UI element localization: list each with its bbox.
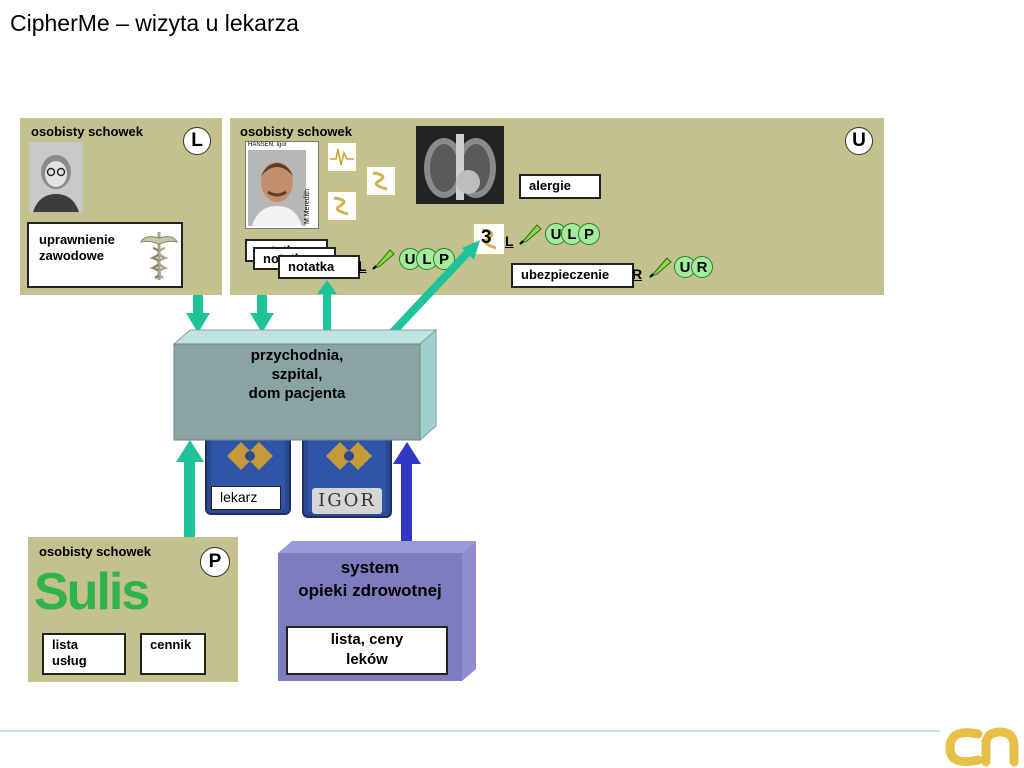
sig3-circle-u: U bbox=[674, 256, 696, 278]
cennik-box: cennik bbox=[140, 633, 206, 675]
uprawnienie-label: uprawnienie zawodowe bbox=[39, 232, 115, 263]
cn-logo bbox=[945, 727, 1019, 767]
arrow-down-l bbox=[186, 295, 210, 333]
card-lekarz-label: lekarz bbox=[211, 486, 281, 510]
badge-p: P bbox=[200, 547, 230, 577]
system-box-label: system opieki zdrowotnej bbox=[298, 558, 442, 600]
xray-image bbox=[416, 126, 504, 204]
center-box-label: przychodnia, szpital, dom pacjenta bbox=[248, 347, 346, 402]
record-icon-1 bbox=[366, 166, 396, 196]
arrow-diag-record bbox=[389, 240, 480, 336]
panel-placowka-label: osobisty schowek bbox=[39, 544, 151, 559]
caduceus-icon bbox=[140, 232, 178, 280]
pen-icon bbox=[372, 249, 395, 270]
uprawnienie-box: uprawnienie zawodowe bbox=[27, 222, 183, 288]
page-title: CipherMe – wizyta u lekarza bbox=[10, 10, 299, 36]
card-name: HANSEN, Igor bbox=[248, 142, 287, 148]
sig1-circle-p: P bbox=[433, 248, 455, 270]
badge-u: U bbox=[845, 127, 873, 155]
lista-ceny-box: lista, ceny leków bbox=[286, 626, 448, 675]
alergie-box: alergie bbox=[519, 174, 601, 199]
ecg-icon bbox=[327, 142, 357, 172]
notatka-box-3: notatka bbox=[278, 255, 360, 279]
sulis-logo: Sulis bbox=[34, 563, 150, 621]
pen-icon bbox=[519, 224, 542, 245]
record-icon-3 bbox=[473, 223, 505, 255]
arrow-up-from-p bbox=[176, 440, 204, 540]
sig1-letter: L bbox=[358, 258, 367, 274]
arrow-up-notatka bbox=[317, 280, 337, 337]
sig2-letter: L bbox=[505, 233, 514, 249]
patient-id-card: HANSEN, Igor M.Meredith bbox=[245, 141, 319, 229]
panel-pacjent-label: osobisty schowek bbox=[240, 124, 352, 139]
footer-divider bbox=[0, 730, 940, 732]
version-number: 3 bbox=[481, 227, 492, 248]
patient-photo bbox=[248, 150, 306, 226]
arrow-down-u bbox=[250, 295, 274, 333]
arrow-up-from-system bbox=[393, 442, 421, 546]
center-box-3d bbox=[172, 328, 438, 442]
doctor-photo bbox=[29, 142, 83, 212]
lista-uslug-box: lista usług bbox=[42, 633, 126, 675]
pen-icon bbox=[649, 257, 672, 278]
badge-l: L bbox=[183, 127, 211, 155]
sig2-circle-p: P bbox=[578, 223, 600, 245]
sig1-circle-l: L bbox=[416, 248, 438, 270]
ubezpieczenie-box: ubezpieczenie bbox=[511, 263, 634, 288]
sig3-letter: R bbox=[632, 266, 643, 282]
panel-lekarz-label: osobisty schowek bbox=[31, 124, 143, 139]
record-icon-2 bbox=[327, 191, 357, 221]
card-igor-label: IGOR bbox=[312, 488, 382, 514]
sig3-circle-r: R bbox=[691, 256, 713, 278]
